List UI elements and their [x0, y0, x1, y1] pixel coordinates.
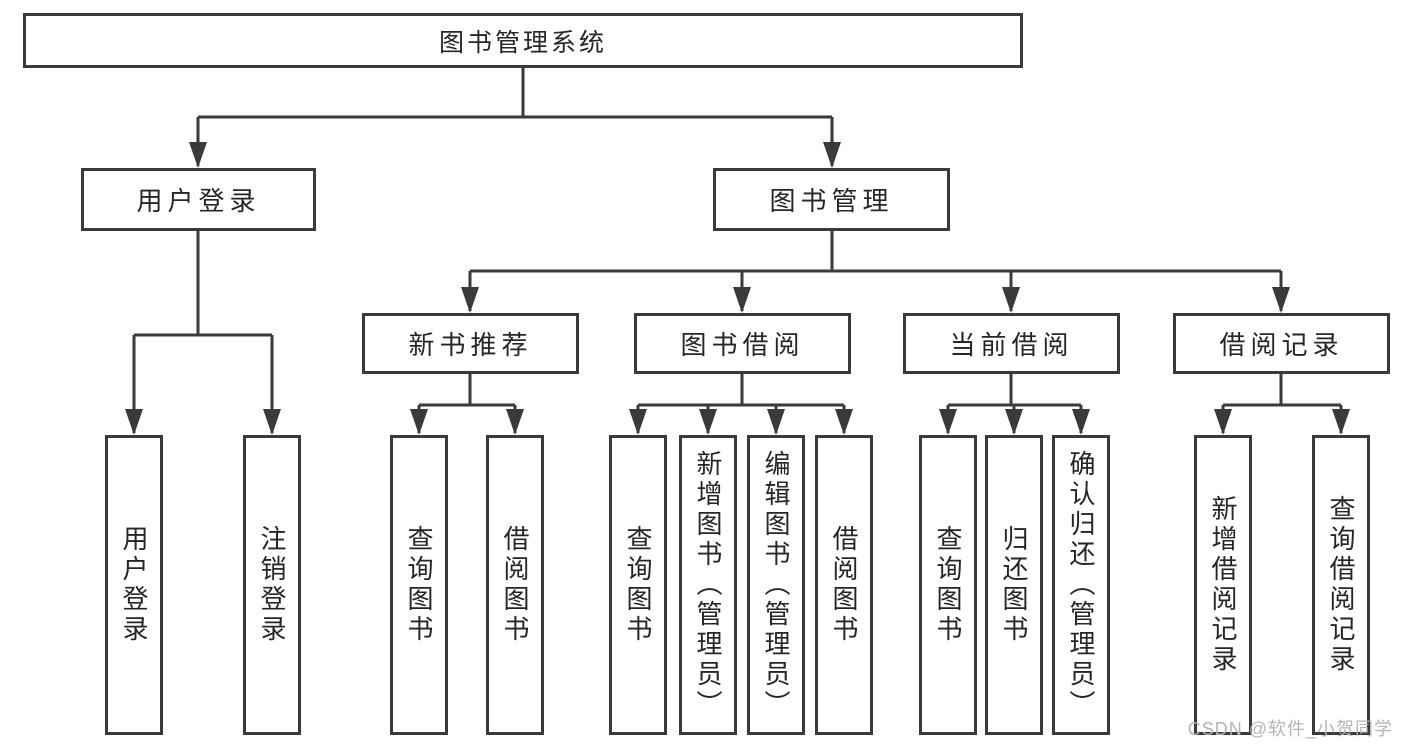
- arrowhead-icons: [125, 142, 1350, 435]
- node-borrowing-records: 借阅记录: [1173, 313, 1390, 374]
- leaf-return-books: 归还图书: [985, 435, 1043, 735]
- csdn-watermark: CSDN @软件_小贺同学: [1187, 719, 1393, 739]
- connector-lines: [132, 66, 1343, 433]
- leaf-query-books-current: 查询图书: [919, 435, 977, 735]
- node-library-management-system: 图书管理系统: [23, 13, 1023, 68]
- leaf-query-books-recommend: 查询图书: [390, 435, 448, 735]
- leaf-logout-login: 注销登录: [243, 435, 301, 735]
- node-book-management: 图书管理: [713, 168, 950, 231]
- node-book-borrowing: 图书借阅: [634, 313, 851, 374]
- node-new-book-recommend: 新书推荐: [362, 313, 579, 374]
- node-current-borrowing: 当前借阅: [903, 313, 1120, 374]
- leaf-add-books-admin: 新增图书（管理员）: [679, 435, 737, 735]
- leaf-borrow-books-recommend: 借阅图书: [486, 435, 544, 735]
- leaf-confirm-return-admin: 确认归还（管理员）: [1052, 435, 1110, 735]
- leaf-edit-books-admin: 编辑图书（管理员）: [747, 435, 805, 735]
- leaf-add-borrow-record: 新增借阅记录: [1194, 435, 1252, 735]
- leaf-query-books-borrowing: 查询图书: [609, 435, 667, 735]
- node-user-login: 用户登录: [81, 168, 316, 231]
- leaf-borrow-books-borrowing: 借阅图书: [815, 435, 873, 735]
- leaf-query-borrow-record: 查询借阅记录: [1312, 435, 1370, 735]
- leaf-user-login: 用户登录: [105, 435, 163, 735]
